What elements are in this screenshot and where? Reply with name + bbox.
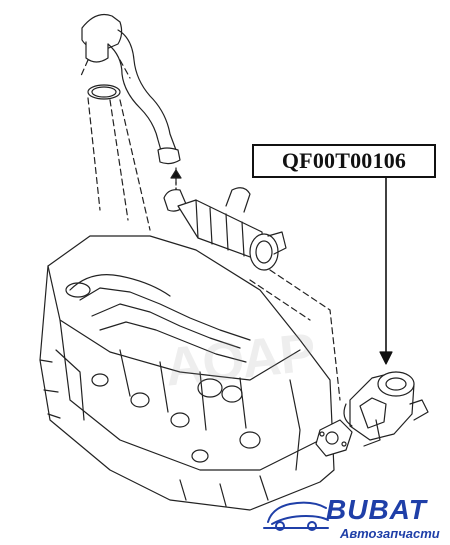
car-logo-icon [263, 501, 329, 531]
logo-word: BUBAT [326, 494, 427, 525]
arrow-down-icon [379, 351, 393, 365]
o-ring [87, 84, 121, 100]
engine-block [39, 235, 335, 511]
brand-logo: BUBAT Автозапчасти [262, 492, 448, 544]
egr-cooler [163, 187, 287, 271]
egr-valve [343, 371, 429, 447]
logo-subtitle: Автозапчасти [340, 526, 440, 541]
upper-hose [81, 13, 181, 165]
part-number-label: QF00T00106 [252, 144, 436, 178]
gasket [315, 419, 353, 457]
